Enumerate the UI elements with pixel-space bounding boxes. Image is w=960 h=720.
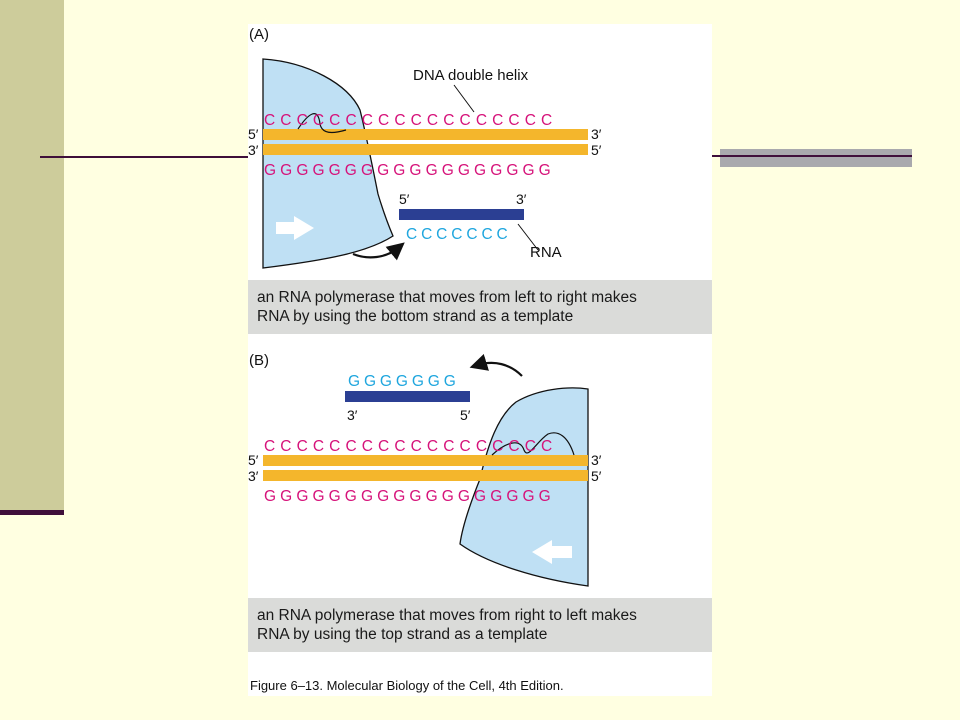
polymerase-a <box>262 58 394 269</box>
rna-release-arrow-icon <box>469 353 523 377</box>
panel-a: CCCCCCCCCCCCCCCCCC GGGGGGGGGGGGGGGGGG 5′… <box>248 58 602 269</box>
rna-end-label: 3′ <box>516 191 527 207</box>
dna-double-helix-label: DNA double helix <box>413 67 529 84</box>
strand-end-label: 5′ <box>248 452 259 468</box>
strand-end-label: 3′ <box>591 452 602 468</box>
strand-end-label: 5′ <box>591 468 602 484</box>
panel-b: CCCCCCCCCCCCCCCCCC GGGGGGGGGGGGGGGGGG 5′… <box>248 353 602 587</box>
move-right-arrow-icon <box>276 216 314 240</box>
dna-bubble-b <box>491 432 575 456</box>
strand-end-label: 5′ <box>591 142 602 158</box>
divider-right-bar <box>720 149 912 167</box>
dna-bottom-strand-b <box>263 470 588 481</box>
rna-label-leader <box>517 223 539 251</box>
sidebar-edge <box>0 510 64 515</box>
divider-right <box>712 155 912 157</box>
panel-b-label: (B) <box>249 352 269 369</box>
rna-end-label: 5′ <box>460 407 471 423</box>
polymerase-b <box>459 387 589 587</box>
rna-end-label: 5′ <box>399 191 410 207</box>
panel-a-label: (A) <box>249 26 269 43</box>
rna-release-arrow-icon <box>352 242 405 261</box>
bottom-sequence-b: GGGGGGGGGGGGGGGGGG <box>264 488 555 505</box>
strand-end-label: 3′ <box>591 126 602 142</box>
transcription-diagram: CCCCCCCCCCCCCCCCCC GGGGGGGGGGGGGGGGGG 5′… <box>248 58 712 652</box>
sidebar-decoration <box>0 0 64 512</box>
caption-b: an RNA polymerase that moves from right … <box>248 598 712 652</box>
caption-b-text: an RNA polymerase that moves from right … <box>257 607 637 643</box>
caption-a: an RNA polymerase that moves from left t… <box>248 280 712 334</box>
rna-end-label: 3′ <box>347 407 358 423</box>
rna-strand-a <box>399 209 524 220</box>
rna-sequence-a: CCCCCCC <box>406 226 512 243</box>
strand-end-label: 5′ <box>248 126 259 142</box>
strand-end-label: 3′ <box>248 468 259 484</box>
rna-strand-b <box>345 391 470 402</box>
caption-a-text: an RNA polymerase that moves from left t… <box>257 289 637 325</box>
dna-bottom-strand-a <box>263 144 588 155</box>
rna-label: RNA <box>530 244 562 261</box>
top-sequence-b: CCCCCCCCCCCCCCCCCC <box>264 438 557 455</box>
dna-top-strand-a <box>263 129 588 140</box>
figure: CCCCCCCCCCCCCCCCCC GGGGGGGGGGGGGGGGGG 5′… <box>248 24 712 696</box>
divider-left <box>40 156 248 158</box>
top-sequence-a: CCCCCCCCCCCCCCCCCC <box>264 112 557 129</box>
dna-bubble-a <box>297 113 347 134</box>
figure-source: Figure 6–13. Molecular Biology of the Ce… <box>250 678 564 693</box>
dna-label-leader <box>453 84 475 113</box>
bottom-sequence-a: GGGGGGGGGGGGGGGGGG <box>264 162 555 179</box>
move-left-arrow-icon <box>532 540 572 564</box>
dna-top-strand-b <box>263 455 588 466</box>
rna-sequence-b: GGGGGGG <box>348 373 460 390</box>
strand-end-label: 3′ <box>248 142 259 158</box>
